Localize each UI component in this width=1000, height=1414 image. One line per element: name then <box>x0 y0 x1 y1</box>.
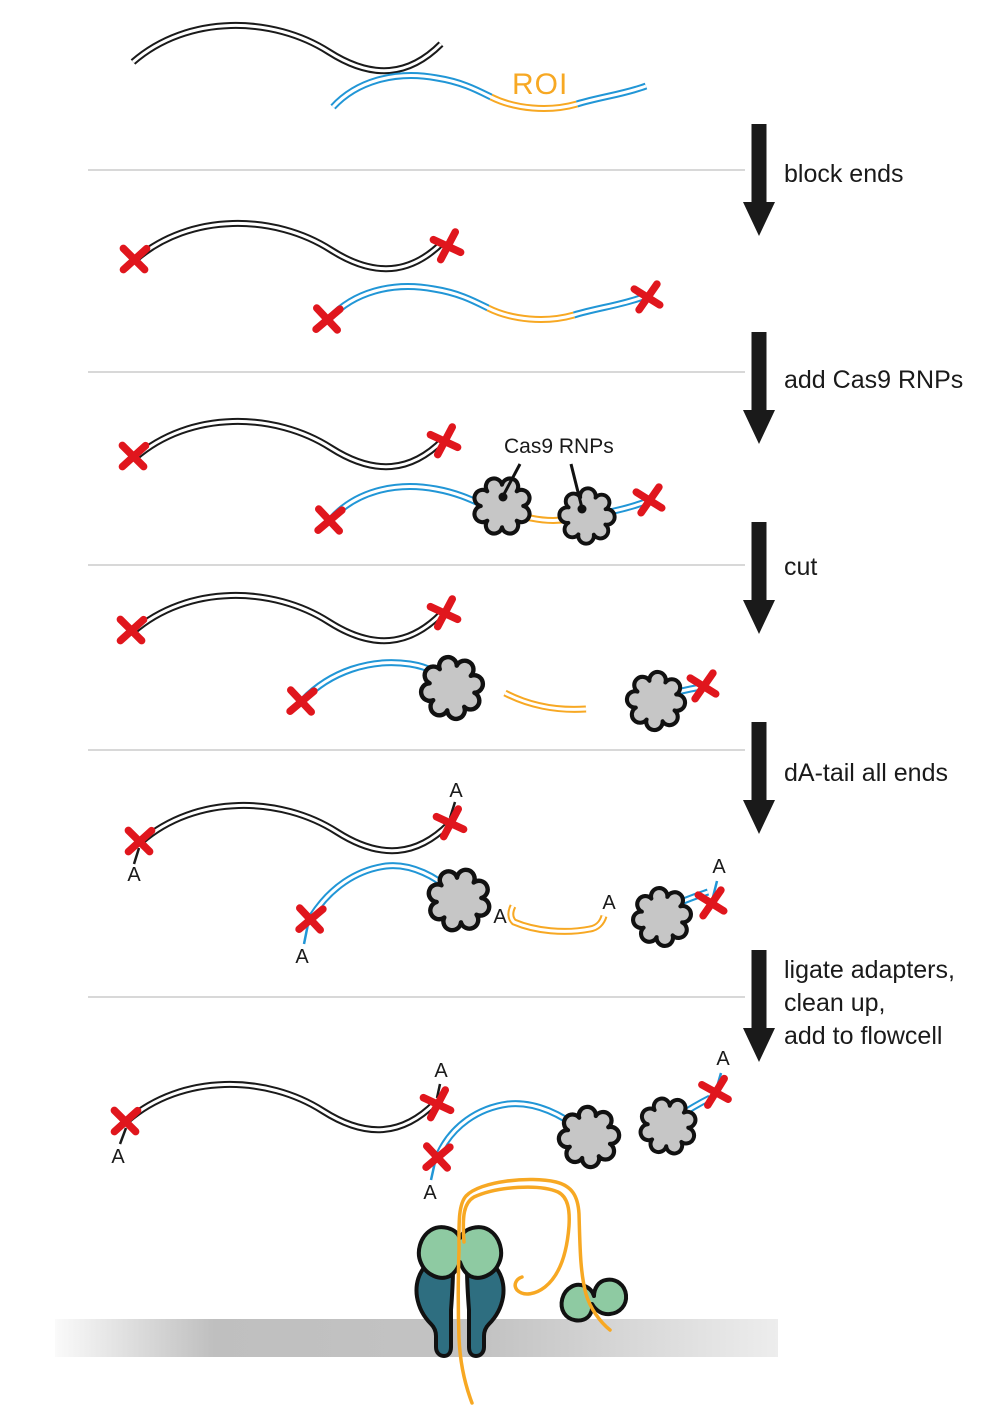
section-dividers <box>88 169 745 998</box>
genomic-dna-strand <box>133 25 441 70</box>
roi-cutout-fragment <box>503 689 587 713</box>
cas9-rnp-blob <box>621 666 690 735</box>
step-arrow-da-tail <box>743 722 775 834</box>
genomic-dna-strand <box>133 595 441 640</box>
da-tail-label: A <box>712 856 726 878</box>
da-tail-label: A <box>434 1060 448 1082</box>
step-label-ligate-line1: ligate adapters, <box>784 956 955 984</box>
step-arrow-ligate <box>743 950 775 1062</box>
cas9-rnp-blob <box>474 478 529 533</box>
blocked-end-x <box>120 245 147 272</box>
da-tail-label: A <box>423 1182 437 1204</box>
step-label-ligate-line3: add to flowcell <box>784 1022 943 1050</box>
section-cut <box>117 595 716 735</box>
section-start <box>133 25 648 112</box>
step-label-ligate: ligate adapters, clean up, add to flowce… <box>784 954 955 1053</box>
section-da-tailed <box>125 801 724 955</box>
step-arrow-cut <box>743 522 775 634</box>
da-tail-label: A <box>716 1048 730 1070</box>
step-label-da-tail: dA-tail all ends <box>784 759 948 787</box>
cas9-rnp-blob <box>630 1088 706 1164</box>
roi-label: ROI <box>512 68 569 101</box>
step-arrows <box>743 124 775 1062</box>
blocked-end-x <box>636 487 662 513</box>
target-dna-strand <box>327 283 645 323</box>
genomic-dna-strand <box>118 1083 442 1145</box>
step-label-cut: cut <box>784 553 818 581</box>
da-tail-label: A <box>111 1146 125 1168</box>
tether-protein <box>559 1277 629 1323</box>
target-dna-strand <box>330 72 648 112</box>
a-tail-link <box>435 1083 442 1099</box>
genomic-dna-strand <box>132 801 457 865</box>
step-arrow-add-cas9 <box>743 332 775 444</box>
step-arrow-block-ends <box>743 124 775 236</box>
da-tail-label: A <box>493 906 507 928</box>
a-tail-link <box>118 1127 128 1145</box>
cas9-rnp-blob <box>553 1101 625 1173</box>
cas9-rnp-blob <box>417 653 487 723</box>
pointer-dot <box>577 504 587 514</box>
blocked-end-x <box>315 506 343 534</box>
a-tail-link <box>132 847 141 865</box>
da-tail-label: A <box>127 864 141 886</box>
cas9-rnp-blob <box>417 858 500 941</box>
cas9-rnps-label: Cas9 RNPs <box>504 435 614 458</box>
section-cas9-bound <box>119 421 662 553</box>
da-tail-label: A <box>449 780 463 802</box>
blocked-end-x <box>296 905 324 933</box>
cas9-rnp-blob <box>550 479 624 553</box>
step-label-ligate-line2: clean up, <box>784 989 886 1017</box>
target-upstream-fragment <box>302 862 455 945</box>
a-tail-link <box>302 923 310 945</box>
blocked-end-x <box>287 687 315 715</box>
blocked-end-x <box>423 1143 451 1171</box>
sequencing-dna-strand <box>456 1177 612 1405</box>
da-tail-label: A <box>295 946 309 968</box>
cas9-rnps-pointer-lines <box>501 463 584 509</box>
membrane <box>55 1319 778 1357</box>
blocked-end-x <box>313 305 341 333</box>
blocked-end-x <box>698 890 724 916</box>
roi-cutout-fragment <box>507 904 608 935</box>
da-tail-label: A <box>602 892 616 914</box>
step-label-block-ends: block ends <box>784 160 904 188</box>
step-label-add-cas9: add Cas9 RNPs <box>784 366 964 394</box>
genomic-dna-strand <box>135 223 443 268</box>
pointer-dot <box>498 492 508 502</box>
genomic-dna-strand <box>135 421 443 466</box>
flowcell <box>55 1177 778 1405</box>
cas9-rnp-blob <box>624 879 699 954</box>
section-ligated <box>111 1072 728 1181</box>
section-blocked <box>120 223 660 332</box>
